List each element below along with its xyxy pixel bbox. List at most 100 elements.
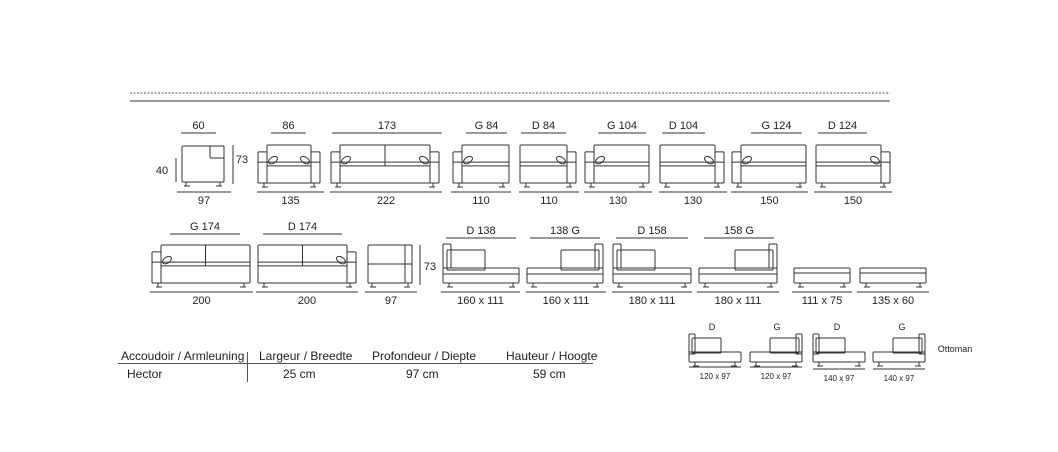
backrest <box>769 337 800 354</box>
pillow <box>300 155 310 165</box>
chaise-158g <box>698 243 778 288</box>
dimension-label: 158 G <box>724 225 754 237</box>
dimension-label: 120 x 97 <box>761 372 792 381</box>
seat <box>815 161 891 184</box>
seat <box>257 261 357 284</box>
pillow <box>336 255 346 265</box>
chaise-arm <box>442 243 452 269</box>
armrest-element <box>181 145 225 187</box>
armrest-header: Accoudoir / Armleuning <box>121 349 245 363</box>
backrest <box>815 337 846 354</box>
width-header: Largeur / Breedte <box>259 349 353 363</box>
dimension-label: 135 x 60 <box>872 295 914 307</box>
right-armrest <box>346 251 357 284</box>
dimension-label: 120 x 97 <box>700 372 731 381</box>
chaise-138g <box>526 243 604 288</box>
right-armrest <box>880 151 891 184</box>
dimension-label: D 84 <box>532 120 555 132</box>
dimension-label: 130 <box>684 195 702 207</box>
ottoman-g-140 <box>872 333 926 367</box>
dimension-label: 97 <box>385 295 397 307</box>
dimension-label: 180 x 111 <box>715 295 762 307</box>
seat <box>872 351 926 363</box>
backrest <box>740 144 807 167</box>
seat <box>812 351 866 363</box>
pillow-shape <box>704 155 714 165</box>
dimension-label: 160 x 111 <box>543 295 590 307</box>
left-armrest <box>584 151 595 184</box>
ottoman-d-140 <box>812 333 866 367</box>
side-label: D <box>834 322 841 332</box>
dimension-label: D 138 <box>466 225 495 237</box>
dimension-label: 200 <box>192 295 210 307</box>
pillow-shape <box>419 155 429 165</box>
dimension-label: G 104 <box>607 120 637 132</box>
height-value: 59 cm <box>533 367 566 381</box>
chaise-backrest <box>734 249 774 271</box>
left-armrest <box>330 151 341 184</box>
dimension-label: 150 <box>760 195 778 207</box>
left-armrest <box>151 251 162 284</box>
seat <box>584 161 650 184</box>
dimension-label: 140 x 97 <box>824 374 855 383</box>
pillow <box>742 155 752 165</box>
dimension-label: 160 x 111 <box>457 295 504 307</box>
dimension-label: D 124 <box>828 120 857 132</box>
pillow-shape <box>336 255 346 265</box>
depth-value: 97 cm <box>406 367 439 381</box>
seat <box>659 161 725 184</box>
chaise-backrest <box>616 249 656 271</box>
dimension-label: 222 <box>377 195 395 207</box>
dimension-label: 180 x 111 <box>629 295 676 307</box>
side-label: G <box>773 322 780 332</box>
dimension-label: 130 <box>609 195 627 207</box>
pillow-shape <box>595 155 605 165</box>
pillow <box>162 255 172 265</box>
ottoman-111x75 <box>793 267 851 288</box>
element-d174 <box>257 244 357 288</box>
pillow-shape <box>341 155 351 165</box>
right-armrest <box>566 151 577 184</box>
dimension-label: 135 <box>281 195 299 207</box>
width-value: 25 cm <box>283 367 316 381</box>
element-d104 <box>659 144 725 188</box>
corner-element <box>367 244 413 288</box>
left-armrest <box>257 151 268 184</box>
dimension-label: 97 <box>198 195 210 207</box>
pillow <box>419 155 429 165</box>
dimension-label: 200 <box>298 295 316 307</box>
ottoman-135x60 <box>859 267 927 288</box>
pillow-shape <box>463 155 473 165</box>
chaise-seat <box>526 267 604 284</box>
chaise-seat <box>698 267 778 284</box>
dimension-label: 86 <box>282 120 294 132</box>
pillow <box>704 155 714 165</box>
dimension-label: 110 <box>540 195 558 207</box>
chaise-d158 <box>612 243 692 288</box>
pillow-shape <box>162 255 172 265</box>
backrest <box>691 337 722 354</box>
chaise-d138 <box>442 243 520 288</box>
height-header: Hauteur / Hoogte <box>506 349 598 363</box>
pillow-shape <box>300 155 310 165</box>
ottoman-body <box>859 267 927 284</box>
element-d124 <box>815 144 891 188</box>
element-g104 <box>584 144 650 188</box>
single-seat <box>257 144 321 188</box>
arm <box>812 333 820 355</box>
chaise-arm <box>594 243 604 269</box>
armrest-top <box>209 145 225 159</box>
dimension-label: D 158 <box>637 225 666 237</box>
depth-header: Profondeur / Diepte <box>372 349 477 363</box>
side-label: G <box>898 322 905 332</box>
pillow <box>595 155 605 165</box>
pillow-shape <box>870 155 880 165</box>
dimension-label: D 104 <box>669 120 698 132</box>
dimension-label: 111 x 75 <box>802 295 843 307</box>
pillow <box>870 155 880 165</box>
pillow-shape <box>556 155 566 165</box>
element-g124 <box>731 144 807 188</box>
dimension-label: 173 <box>378 120 396 132</box>
dimension-label: G 124 <box>762 120 792 132</box>
